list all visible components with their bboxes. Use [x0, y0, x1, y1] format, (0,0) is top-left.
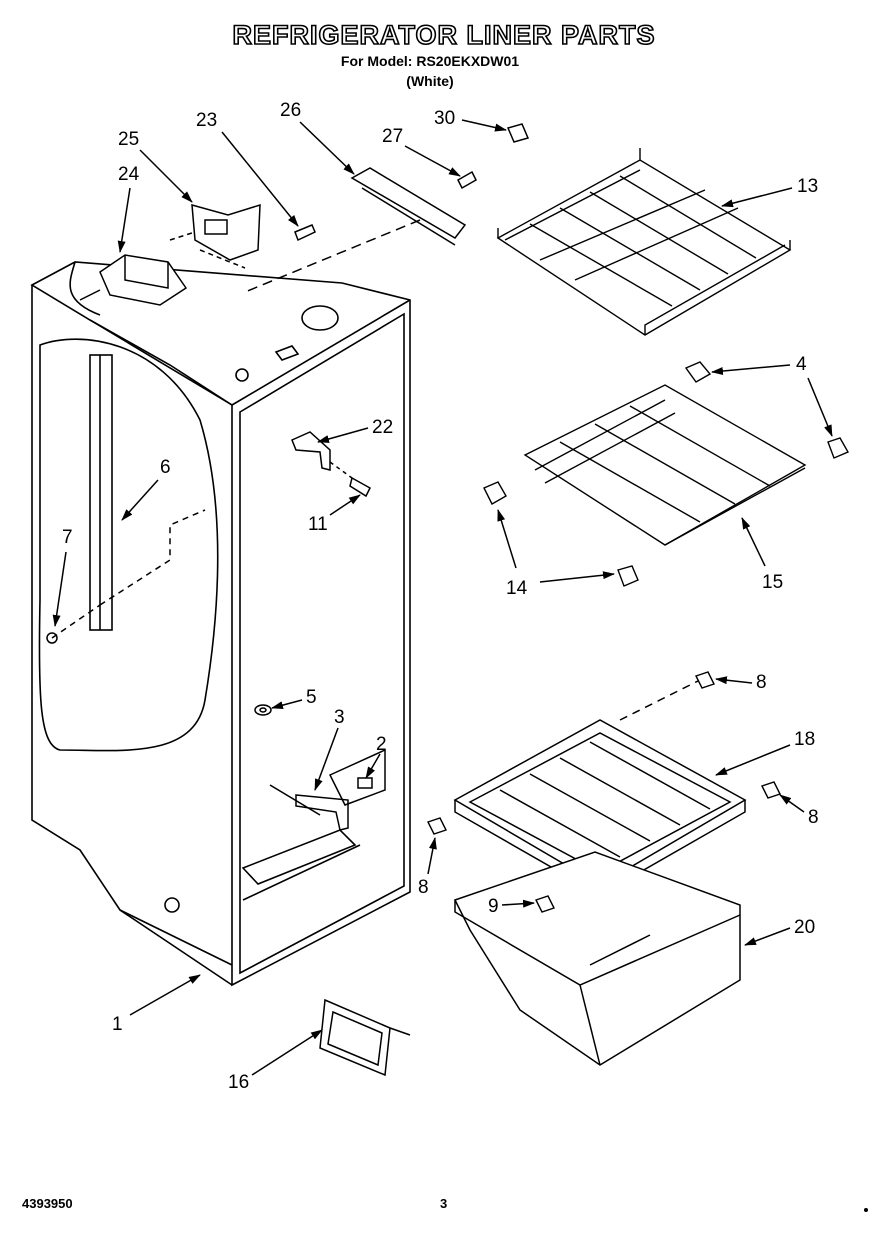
callout-9: 9 [488, 896, 499, 917]
part-9 [535, 895, 555, 913]
callout-1: 1 [112, 1014, 123, 1035]
callout-6: 6 [160, 457, 171, 478]
support-part-14 [483, 481, 639, 587]
document-number: 4393950 [22, 1196, 73, 1211]
callout-8-top: 8 [756, 672, 767, 693]
support-part-4 [684, 361, 849, 459]
callout-8-right: 8 [808, 807, 819, 828]
callout-23: 23 [196, 110, 217, 131]
cover-part-16 [319, 998, 411, 1077]
callout-7: 7 [62, 527, 73, 548]
callout-27: 27 [382, 126, 403, 147]
bracket-part-25 [169, 203, 261, 269]
callout-labels: 1 2 3 4 5 6 7 8 8 8 9 11 13 14 15 16 [52, 100, 833, 1093]
callout-16: 16 [228, 1072, 249, 1093]
callout-11: 11 [308, 514, 328, 535]
callout-4: 4 [796, 354, 807, 375]
model-subtitle: For Model: RS20EKXDW01 [340, 53, 520, 69]
callout-15: 15 [762, 572, 783, 593]
screw-part-11 [349, 476, 371, 498]
drawer-part-20 [453, 851, 741, 1066]
channel-part-26 [244, 167, 467, 293]
liner-cabinet [30, 261, 411, 987]
page-number: 3 [440, 1196, 448, 1211]
callout-20: 20 [794, 917, 815, 938]
callout-5: 5 [306, 687, 317, 708]
support-part-8 [427, 671, 781, 835]
callout-18: 18 [794, 729, 815, 750]
bracket-part-2 [328, 748, 386, 806]
callout-3: 3 [334, 707, 345, 728]
clip-part-30 [506, 123, 530, 143]
callout-30: 30 [434, 108, 455, 129]
plug-part-5 [254, 704, 272, 716]
bracket-part-22 [291, 431, 353, 479]
color-subtitle: (White) [406, 73, 454, 89]
screw-part-23 [294, 224, 316, 242]
shelf-part-15 [523, 384, 807, 546]
screw-part-27 [457, 170, 477, 190]
callout-26: 26 [280, 100, 301, 121]
screw-part-7 [46, 509, 206, 644]
housing-part-24 [79, 254, 188, 306]
corner-mark [864, 1208, 868, 1212]
callout-24: 24 [118, 164, 140, 185]
callout-14: 14 [506, 578, 528, 599]
callout-22: 22 [372, 417, 393, 438]
page-title: REFRIGERATOR LINER PARTS [232, 19, 656, 51]
callout-8-left: 8 [418, 877, 429, 898]
shelf-part-13 [496, 148, 792, 336]
callout-25: 25 [118, 129, 139, 150]
bracket-part-3 [295, 794, 349, 831]
callout-2: 2 [376, 734, 387, 755]
callout-13: 13 [797, 176, 818, 197]
